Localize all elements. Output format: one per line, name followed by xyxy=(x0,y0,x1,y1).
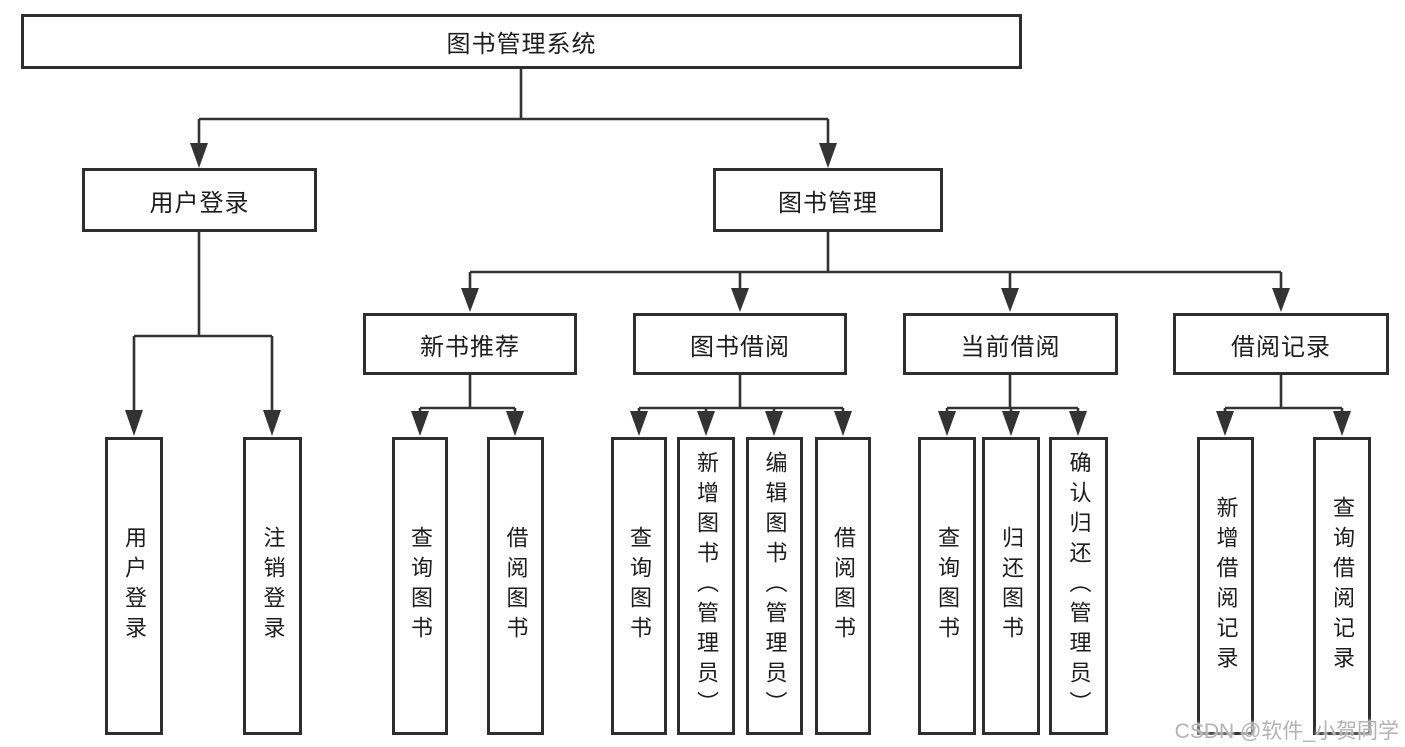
node-book-management-label: 图书管理 xyxy=(778,190,878,217)
leaf-user-login: 用户登录 xyxy=(105,437,163,735)
leaf-logout: 注销登录 xyxy=(243,437,302,735)
leaf-query-books-recommend: 查询图书 xyxy=(392,437,448,735)
leaf-borrow-books-borrow: 借阅图书 xyxy=(815,437,871,735)
leaf-borrow-books-recommend-label: 借阅图书 xyxy=(503,526,529,646)
node-current-borrow-label: 当前借阅 xyxy=(960,334,1061,361)
node-book-management: 图书管理 xyxy=(713,168,943,232)
leaf-query-books-current-label: 查询图书 xyxy=(935,526,960,646)
node-borrow-records-label: 借阅记录 xyxy=(1231,334,1331,361)
leaf-query-books-recommend-label: 查询图书 xyxy=(408,526,433,646)
leaf-query-books-current: 查询图书 xyxy=(918,437,976,735)
leaf-confirm-return-admin: 确认归还（管理员） xyxy=(1049,437,1108,735)
leaf-add-book-admin: 新增图书（管理员） xyxy=(677,437,735,735)
leaf-borrow-books-recommend: 借阅图书 xyxy=(487,437,544,735)
leaf-add-borrow-record: 新增借阅记录 xyxy=(1197,437,1254,735)
node-new-book-recommend: 新书推荐 xyxy=(363,313,577,375)
node-user-login-group-label: 用户登录 xyxy=(149,190,250,217)
node-borrow-records: 借阅记录 xyxy=(1173,313,1389,375)
node-current-borrow: 当前借阅 xyxy=(903,313,1118,375)
leaf-user-login-label: 用户登录 xyxy=(122,526,147,646)
node-book-borrow: 图书借阅 xyxy=(633,313,847,375)
node-root-system-label: 图书管理系统 xyxy=(446,32,597,58)
node-book-borrow-label: 图书借阅 xyxy=(690,334,790,361)
leaf-borrow-books-borrow-label: 借阅图书 xyxy=(831,526,856,646)
leaf-edit-book-admin-label: 编辑图书（管理员） xyxy=(762,451,788,721)
leaf-query-books-borrow: 查询图书 xyxy=(611,437,667,735)
leaf-edit-book-admin: 编辑图书（管理员） xyxy=(746,437,803,735)
leaf-confirm-return-admin-label: 确认归还（管理员） xyxy=(1066,451,1092,721)
leaf-logout-label: 注销登录 xyxy=(260,526,286,646)
leaf-return-books-label: 归还图书 xyxy=(999,526,1024,646)
leaf-query-borrow-record-label: 查询借阅记录 xyxy=(1330,496,1355,676)
node-new-book-recommend-label: 新书推荐 xyxy=(420,334,520,361)
leaf-query-borrow-record: 查询借阅记录 xyxy=(1313,437,1371,735)
leaf-add-borrow-record-label: 新增借阅记录 xyxy=(1213,496,1239,676)
arrowhead-icons xyxy=(125,143,1351,436)
leaf-add-book-admin-label: 新增图书（管理员） xyxy=(694,451,719,721)
leaf-return-books: 归还图书 xyxy=(982,437,1040,735)
leaf-query-books-borrow-label: 查询图书 xyxy=(627,526,652,646)
node-root-system: 图书管理系统 xyxy=(21,14,1022,69)
node-user-login-group: 用户登录 xyxy=(82,168,317,232)
csdn-watermark: CSDN @软件_小贺同学 xyxy=(1174,720,1399,743)
